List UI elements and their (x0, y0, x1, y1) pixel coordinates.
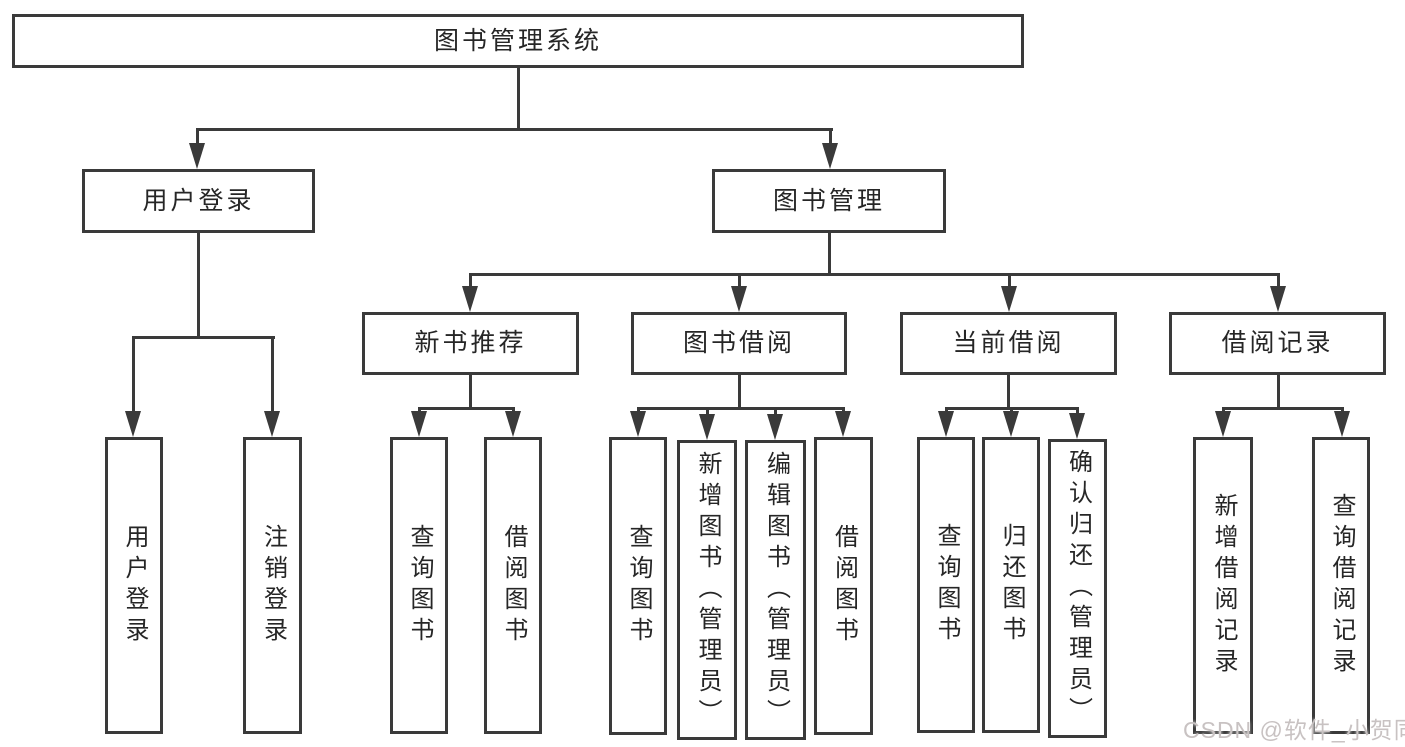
leaf-confirm-return-admin: 确认归还（管理员） (1048, 439, 1107, 738)
node-book-borrow: 图书借阅 (631, 312, 847, 375)
leaf-borrow-books: 借阅图书 (814, 437, 873, 735)
leaf-label: 查询图书 (406, 523, 433, 648)
node-current-borrow-label: 当前借阅 (952, 329, 1065, 357)
leaf-label: 查询图书 (625, 524, 652, 648)
arrow-down-icon (462, 273, 478, 312)
connector-level1-branch (196, 128, 833, 131)
node-user-login-label: 用户登录 (142, 186, 255, 215)
arrow-down-icon (731, 273, 747, 312)
leaf-label: 归还图书 (998, 523, 1025, 647)
arrow-down-icon (505, 407, 521, 437)
connector-borrow-stem (738, 375, 741, 410)
connector-records-stem (1277, 375, 1280, 410)
leaf-label: 借阅图书 (830, 524, 858, 648)
connector-user-login-branch (132, 336, 275, 339)
arrow-down-icon (1334, 407, 1350, 437)
node-new-book-recommend: 新书推荐 (362, 312, 579, 375)
node-book-management-label: 图书管理 (772, 186, 885, 215)
connector-root-stem (517, 68, 520, 131)
arrow-down-icon (767, 407, 783, 440)
connector-book-mgmt-stem (828, 233, 831, 276)
leaf-edit-books-admin: 编辑图书（管理员） (745, 440, 806, 740)
leaf-label: 新增图书（管理员） (694, 450, 721, 730)
leaf-add-borrow-record: 新增借阅记录 (1193, 437, 1253, 734)
node-new-book-recommend-label: 新书推荐 (414, 329, 527, 357)
node-current-borrow: 当前借阅 (900, 312, 1117, 375)
arrow-down-icon (1069, 407, 1085, 439)
csdn-watermark: CSDN @软件_小贺同学 (1183, 717, 1405, 743)
node-borrow-records-label: 借阅记录 (1221, 329, 1334, 357)
leaf-label: 注销登录 (259, 523, 287, 648)
arrow-down-icon (264, 336, 280, 437)
leaf-query-books: 查询图书 (609, 437, 667, 735)
leaf-query-books: 查询图书 (390, 437, 448, 734)
arrow-down-icon (630, 407, 646, 437)
node-borrow-records: 借阅记录 (1169, 312, 1386, 375)
connector-current-stem (1007, 375, 1010, 410)
node-user-login: 用户登录 (82, 169, 315, 233)
node-root: 图书管理系统 (12, 14, 1024, 68)
arrow-down-icon (1001, 273, 1017, 312)
arrow-down-icon (835, 407, 851, 437)
leaf-query-borrow-record: 查询借阅记录 (1312, 437, 1370, 734)
leaf-user-login: 用户登录 (105, 437, 163, 734)
leaf-return-books: 归还图书 (982, 437, 1040, 733)
node-book-management: 图书管理 (712, 169, 946, 233)
arrow-down-icon (125, 336, 141, 437)
arrow-down-icon (1003, 407, 1019, 437)
arrow-down-icon (411, 407, 427, 437)
leaf-label: 借阅图书 (500, 523, 527, 648)
node-book-borrow-label: 图书借阅 (682, 329, 795, 357)
arrow-down-icon (189, 128, 205, 169)
leaf-query-books: 查询图书 (917, 437, 975, 733)
leaf-label: 查询图书 (933, 523, 960, 647)
arrow-down-icon (1215, 407, 1231, 437)
connector-recommend-branch (418, 407, 515, 410)
leaf-label: 确认归还（管理员） (1064, 449, 1092, 728)
leaf-label: 用户登录 (121, 523, 148, 648)
leaf-add-books-admin: 新增图书（管理员） (677, 440, 737, 740)
connector-level3-branch (469, 273, 1280, 276)
arrow-down-icon (699, 407, 715, 440)
node-root-label: 图书管理系统 (433, 26, 602, 55)
leaf-label: 查询借阅记录 (1328, 492, 1355, 679)
connector-user-login-stem (197, 233, 200, 339)
leaf-logout: 注销登录 (243, 437, 302, 734)
arrow-down-icon (1270, 273, 1286, 312)
connector-records-branch (1222, 407, 1344, 410)
arrow-down-icon (822, 128, 838, 169)
arrow-down-icon (938, 407, 954, 437)
leaf-label: 编辑图书（管理员） (762, 450, 790, 730)
connector-borrow-branch (637, 407, 845, 410)
connector-recommend-stem (469, 375, 472, 410)
leaf-label: 新增借阅记录 (1210, 492, 1237, 679)
leaf-borrow-books: 借阅图书 (484, 437, 542, 734)
